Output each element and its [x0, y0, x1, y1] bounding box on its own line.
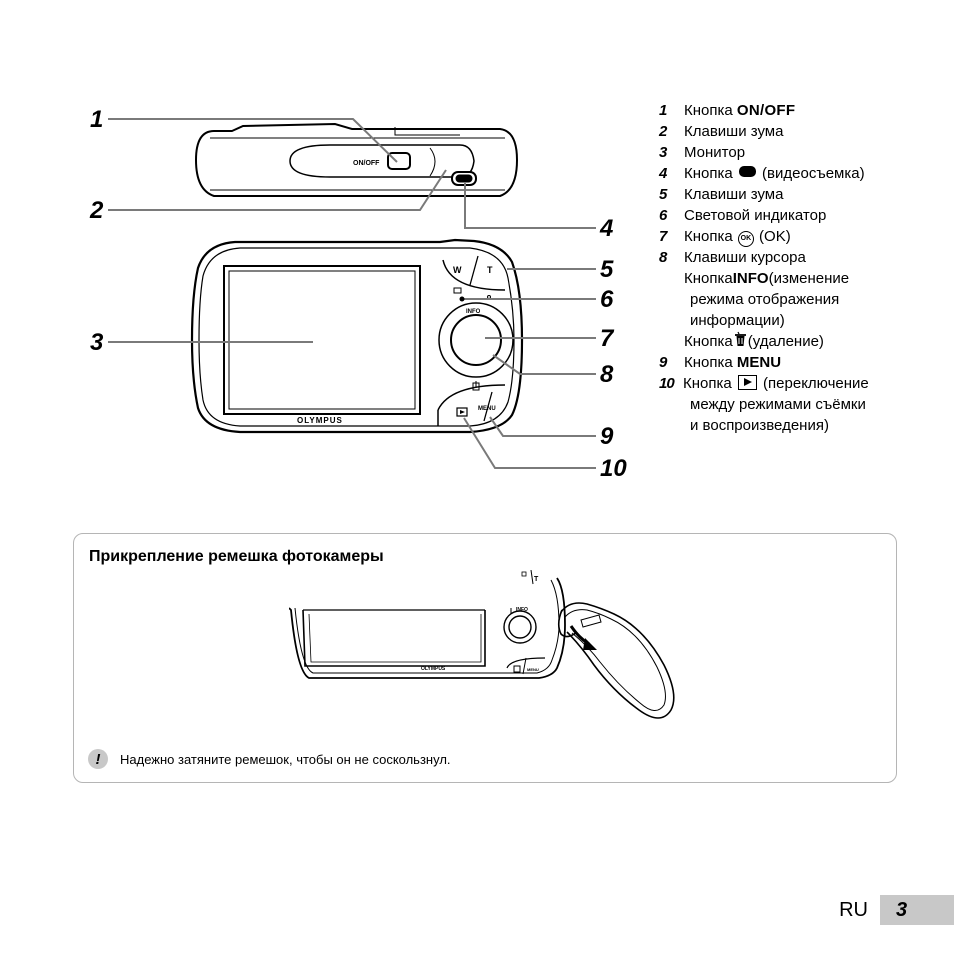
brand-logo: OLYMPUS	[297, 416, 343, 425]
legend-number: 7	[659, 228, 668, 245]
callout-6: 6	[600, 286, 614, 313]
info-key: INFO	[732, 270, 769, 287]
play-icon	[737, 375, 757, 390]
legend-number: 2	[659, 123, 668, 140]
strap-t-label: T	[534, 576, 539, 583]
legend-text: (OK)	[754, 228, 791, 245]
strap-menu-label: MENU	[527, 667, 539, 672]
legend-subitem: между режимами съёмки	[659, 394, 949, 415]
language-label: RU	[839, 898, 868, 921]
legend-number: 6	[659, 207, 668, 224]
strap-loop	[557, 602, 675, 719]
legend-text: (удаление)	[747, 333, 824, 350]
callout-3: 3	[90, 329, 104, 356]
menu-label: MENU	[478, 406, 496, 412]
legend-number: 10	[659, 375, 675, 392]
legend-text: Кнопка	[684, 165, 737, 182]
play-icon	[460, 410, 465, 414]
legend-item: 7 Кнопка OK (OK)	[659, 226, 949, 247]
legend-item: 6 Световой индикатор	[659, 205, 949, 226]
legend-item: 5 Клавиши зума	[659, 184, 949, 205]
legend-text: между режимами съёмки	[690, 396, 866, 413]
callout-5: 5	[600, 256, 614, 283]
strap-info-label: INFO	[516, 607, 528, 613]
legend-subitem: режима отображения	[659, 289, 949, 310]
zoom-w-label: W	[453, 265, 462, 275]
callout-8: 8	[600, 361, 614, 388]
info-label: INFO	[466, 309, 481, 315]
legend-text: информации)	[690, 312, 785, 329]
callout-9: 9	[600, 423, 614, 450]
legend-item: 10 Кнопка (переключение	[659, 373, 949, 394]
trash-icon	[734, 331, 746, 346]
legend-item: 8 Клавиши курсора	[659, 247, 949, 268]
camera-top-view	[194, 122, 519, 197]
strap-note: ! Надежно затяните ремешок, чтобы он не …	[88, 749, 451, 769]
legend-text: Кнопка	[684, 333, 733, 350]
callout-4: 4	[599, 215, 613, 242]
menu-key: MENU	[736, 354, 782, 371]
legend-text: Клавиши зума	[684, 123, 784, 140]
strap-brand-logo: OLYMPUS	[421, 666, 446, 672]
strap-note-text: Надежно затяните ремешок, чтобы он не со…	[120, 751, 451, 767]
legend-text: Клавиши курсора	[684, 249, 806, 266]
legend-text: Клавиши зума	[684, 186, 784, 203]
legend-text: (видеосъемка)	[757, 165, 865, 182]
legend-item: 4 Кнопка (видеосъемка)	[659, 163, 949, 184]
on-off-label: ON/OFF	[353, 160, 380, 167]
parts-legend: 1 Кнопка ON/OFF 2 Клавиши зума 3 Монитор…	[659, 100, 949, 436]
legend-subitem: и воспроизведения)	[659, 415, 949, 436]
legend-number: 1	[659, 102, 668, 119]
legend-number: 3	[659, 144, 668, 161]
indicator-icon	[459, 296, 465, 302]
strap-arrow-head	[583, 638, 597, 650]
strap-title: Прикрепление ремешка фотокамеры	[89, 548, 384, 565]
on-off-key: ON/OFF	[736, 102, 796, 119]
leader-lines	[108, 118, 596, 469]
camera-back-view	[190, 238, 524, 434]
callout-7: 7	[600, 325, 615, 352]
legend-subitem: Кнопка ​INFO (изменение	[659, 268, 949, 289]
legend-subitem: информации)	[659, 310, 949, 331]
page-footer: RU 3	[839, 895, 954, 925]
movie-icon	[738, 166, 756, 177]
callout-2: 2	[89, 197, 104, 224]
legend-text: Кнопка	[683, 375, 736, 392]
trash-icon	[472, 381, 480, 391]
legend-text: и воспроизведения)	[690, 417, 829, 434]
legend-text: (изменение	[768, 270, 850, 287]
legend-text: Кнопка	[684, 270, 733, 287]
ok-icon: OK	[737, 231, 754, 247]
legend-text: Кнопка	[684, 102, 737, 119]
legend-text: (переключение	[758, 375, 869, 392]
legend-item: 2 Клавиши зума	[659, 121, 949, 142]
legend-text: Световой индикатор	[684, 207, 827, 224]
legend-text: Кнопка	[684, 354, 737, 371]
legend-number: 9	[659, 354, 668, 371]
legend-number: 5	[659, 186, 668, 203]
camera-diagram: ON/OFF W T INFO MENU OLYMPUS	[89, 106, 627, 482]
strap-illustration: INFO T OLYMPUS MENU	[289, 570, 675, 719]
callout-10: 10	[600, 455, 627, 482]
legend-text: режима отображения	[690, 291, 840, 308]
legend-number: 4	[659, 165, 668, 182]
legend-text: Кнопка	[684, 228, 737, 245]
page-number: 3	[880, 895, 954, 925]
legend-item: 1 Кнопка ON/OFF	[659, 100, 949, 121]
callout-1: 1	[90, 106, 103, 133]
legend-text: Монитор	[684, 144, 746, 161]
legend-subitem: Кнопка (удаление)	[659, 331, 949, 352]
strap-section: Прикрепление ремешка фотокамеры INFO T O…	[73, 533, 897, 783]
legend-item: 9 Кнопка MENU	[659, 352, 949, 373]
legend-number: 8	[659, 249, 668, 266]
legend-item: 3 Монитор	[659, 142, 949, 163]
caution-icon: !	[88, 749, 108, 769]
camera-partial-view	[289, 570, 566, 679]
zoom-t-label: T	[487, 265, 493, 275]
